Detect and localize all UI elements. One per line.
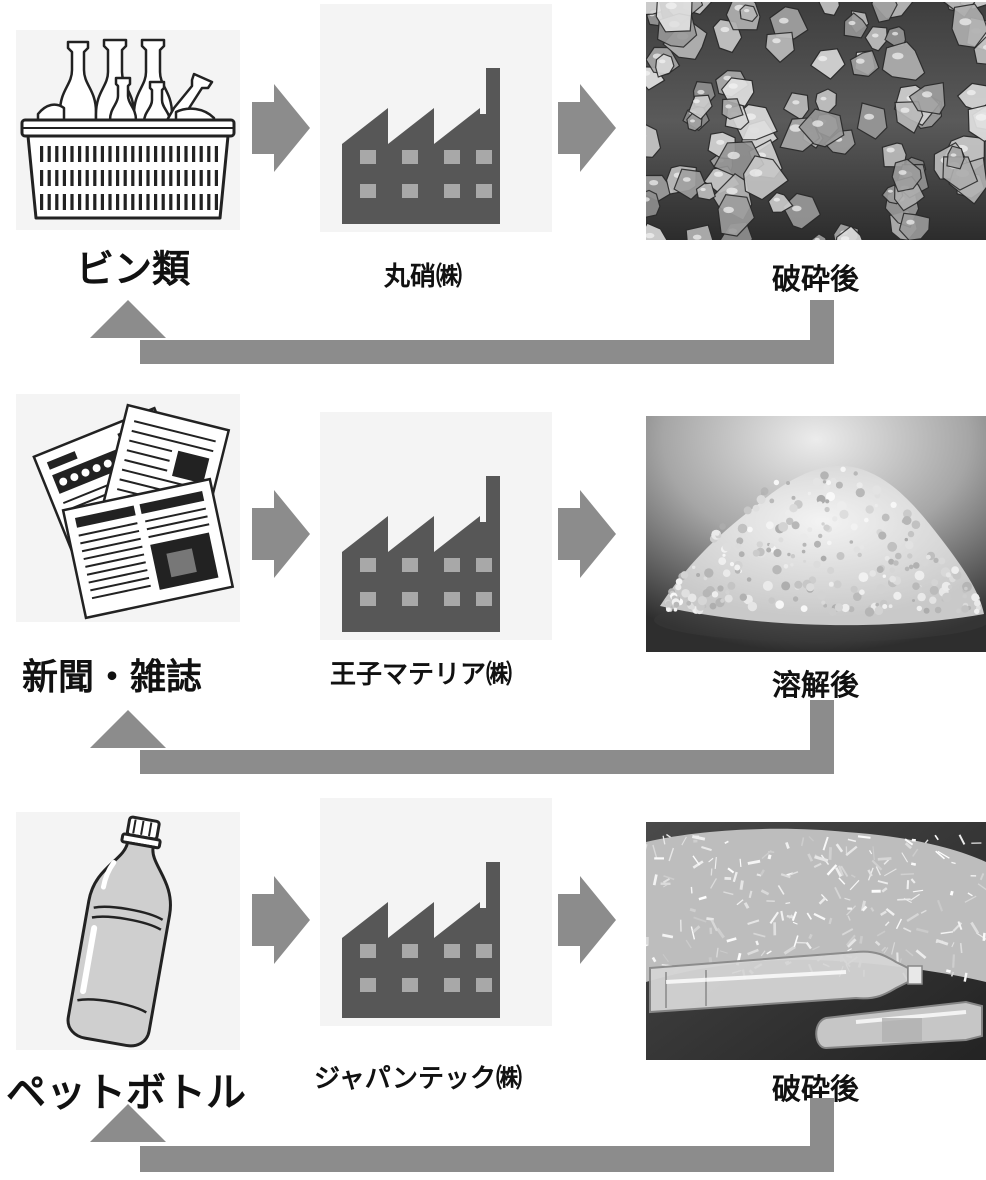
factory-label-glass: 丸硝㈱ (384, 262, 463, 292)
glass-bottles-basket-icon (16, 30, 240, 230)
source-label-paper: 新聞・雑誌 (22, 657, 203, 698)
result-label-paper: 溶解後 (772, 668, 860, 702)
arrow-right-icon (558, 84, 616, 172)
return-arrow-icon (88, 232, 844, 372)
factory-label-paper: 王子マテリア㈱ (330, 660, 513, 690)
crushed-glass-photo (646, 2, 986, 240)
crushed-pet-flakes-photo (646, 822, 986, 1060)
arrow-right-icon (252, 876, 310, 964)
arrow-right-icon (252, 490, 310, 578)
newspapers-magazines-icon (16, 394, 240, 622)
return-arrow-icon (88, 1036, 844, 1176)
factory-icon (320, 412, 552, 640)
recycling-row-paper: 新聞・雑誌 王子マテリア㈱ (0, 392, 986, 782)
factory-icon (320, 4, 552, 232)
pet-bottle-icon (16, 812, 240, 1050)
dissolved-paper-pulp-photo (646, 416, 986, 652)
arrow-right-icon (558, 876, 616, 964)
factory-label-pet: ジャパンテック㈱ (314, 1064, 523, 1094)
arrow-right-icon (252, 84, 310, 172)
factory-icon (320, 798, 552, 1026)
result-label-glass: 破砕後 (772, 262, 860, 296)
recycling-row-glass: ビン類 丸硝㈱ (0, 0, 986, 390)
return-arrow-icon (88, 642, 844, 782)
source-label-glass: ビン類 (76, 247, 191, 291)
recycling-row-pet: ペットボトル ジャパンテック㈱ (0, 790, 986, 1180)
arrow-right-icon (558, 490, 616, 578)
